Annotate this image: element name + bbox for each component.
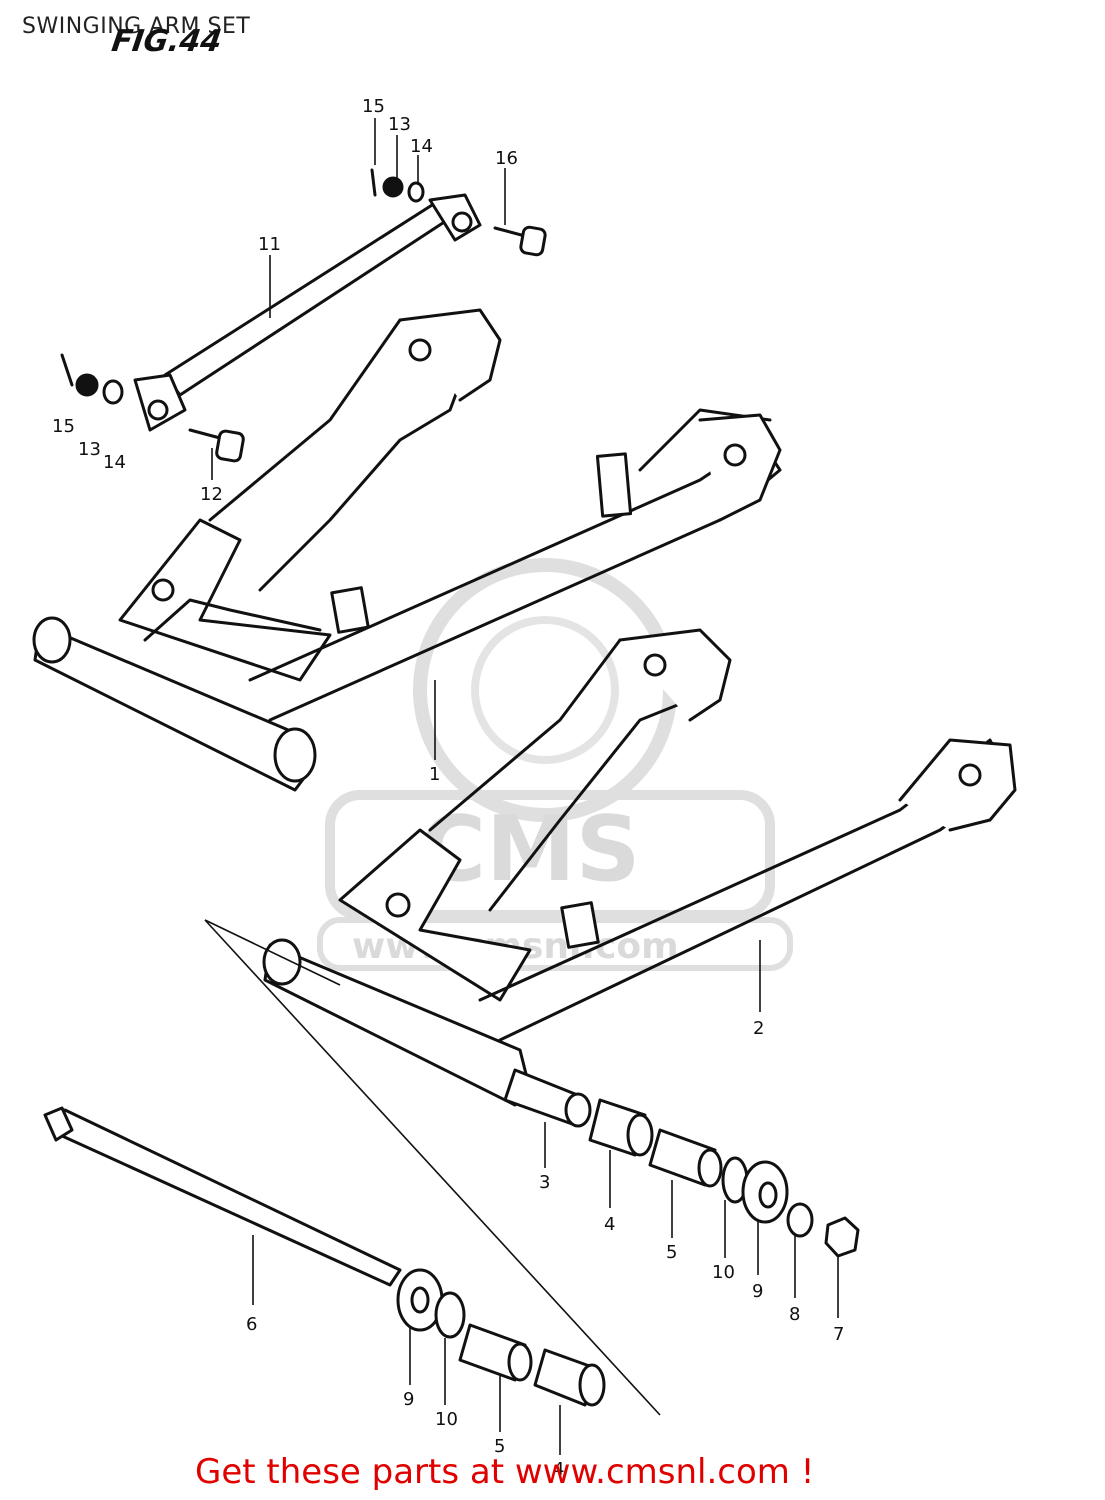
leader-lines (204, 118, 839, 1455)
part-2-swinging-arm (262, 628, 1017, 1107)
part-11-rod (133, 193, 482, 432)
hardware-13-14-15-lower (60, 353, 124, 405)
callout-5-upper: 5 (666, 1242, 677, 1263)
hardware-13-14-15-upper (370, 168, 425, 203)
part-12-bolt (188, 428, 245, 463)
part-7-nut (824, 1216, 860, 1258)
callout-9-upper: 9 (752, 1281, 763, 1302)
part-4-bearing-upper (588, 1098, 654, 1157)
part-9-seal-upper (741, 1160, 789, 1224)
callout-8: 8 (789, 1304, 800, 1325)
callout-11: 11 (258, 234, 281, 255)
watermark-brand: CMS (420, 797, 640, 902)
callout-5-lower: 5 (494, 1436, 505, 1457)
callout-9-lower: 9 (403, 1389, 414, 1410)
callout-7: 7 (833, 1324, 844, 1345)
callout-14-upper: 14 (410, 136, 433, 157)
part-4-bearing-lower (533, 1348, 606, 1407)
callout-15-lower: 15 (52, 416, 75, 437)
part-3-bush (503, 1068, 592, 1128)
callout-16: 16 (495, 148, 518, 169)
callout-10-upper: 10 (712, 1262, 735, 1283)
callout-4-upper: 4 (604, 1214, 615, 1235)
callout-3: 3 (539, 1172, 550, 1193)
callout-15-upper: 15 (362, 96, 385, 117)
callout-14-lower: 14 (103, 452, 126, 473)
part-5-spacer-lower (458, 1323, 533, 1382)
callout-13-upper: 13 (388, 114, 411, 135)
part-10-washer-lower (434, 1291, 466, 1339)
part-1-swinging-arm (32, 308, 782, 792)
part-9-seal-lower (396, 1268, 444, 1332)
callout-12: 12 (200, 484, 223, 505)
part-6-pivot-shaft (43, 1106, 402, 1287)
footer-link-text[interactable]: Get these parts at www.cmsnl.com ! (195, 1452, 815, 1492)
callout-1: 1 (429, 764, 440, 785)
part-5-spacer-upper (648, 1128, 723, 1188)
callout-13-lower: 13 (78, 439, 101, 460)
callout-2: 2 (753, 1018, 764, 1039)
callout-numbers: 15 13 14 16 11 15 13 14 12 1 2 3 4 5 10 … (52, 96, 844, 1480)
part-8-washer (786, 1202, 814, 1238)
part-16-bolt (493, 225, 547, 257)
callout-4-lower: 4 (553, 1459, 564, 1480)
diagram-title: SWINGING ARM SET (22, 14, 251, 39)
callout-10-lower: 10 (435, 1409, 458, 1430)
callout-6: 6 (246, 1314, 257, 1335)
